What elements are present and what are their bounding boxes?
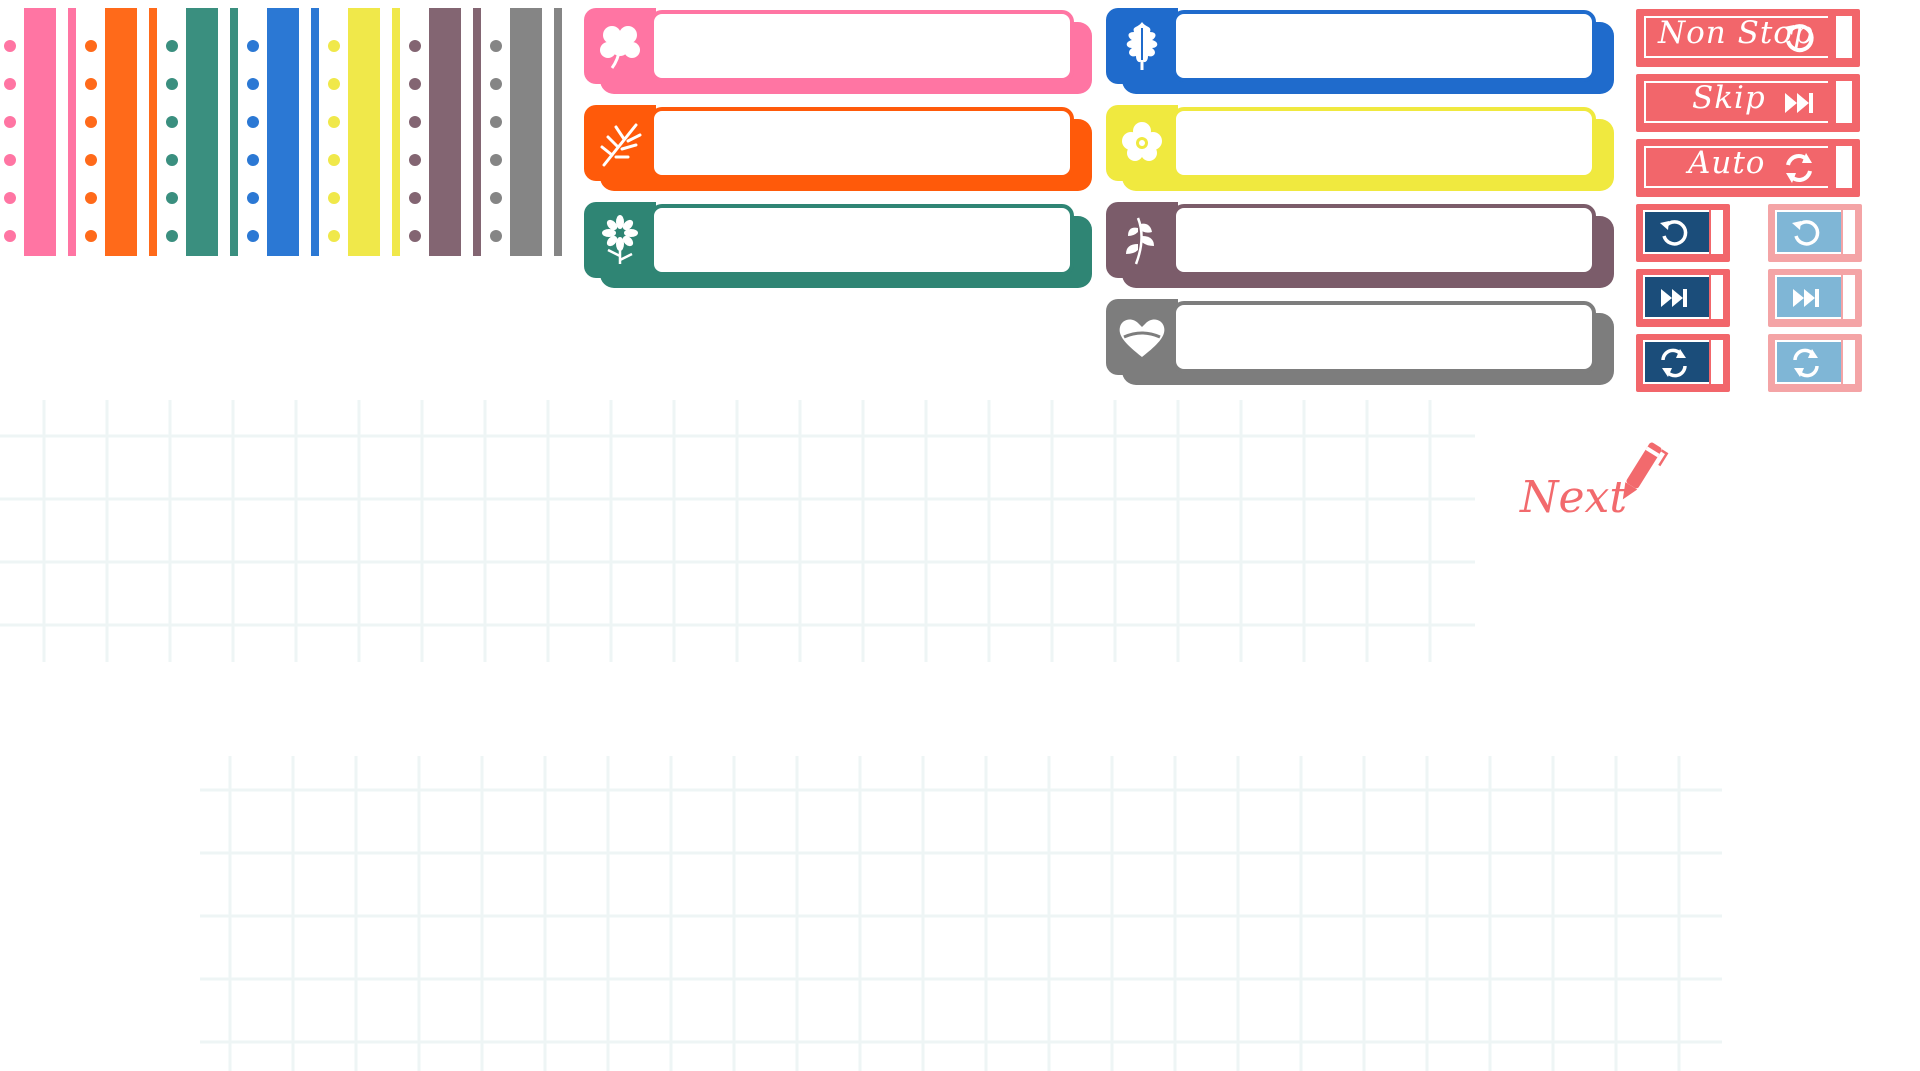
pencil-icon <box>1622 442 1669 500</box>
grid-panel-top <box>0 400 1475 662</box>
name-field[interactable] <box>1172 10 1596 82</box>
gray-stripe <box>490 8 564 256</box>
grid-panel-bottom <box>200 756 1722 1071</box>
rose-flower-icon <box>1122 122 1162 161</box>
namebox-mauve[interactable] <box>1106 202 1614 288</box>
fern-leaf-icon <box>600 123 642 167</box>
name-field[interactable] <box>1172 301 1596 373</box>
dot-column <box>409 8 421 256</box>
name-field[interactable] <box>1172 107 1596 179</box>
auto-small-button-inactive[interactable] <box>1768 334 1862 392</box>
namebox-yellow[interactable] <box>1106 105 1614 191</box>
refresh-icon <box>1661 348 1687 378</box>
name-field[interactable] <box>650 107 1074 179</box>
dot-column <box>4 8 16 256</box>
blue-stripe <box>247 8 321 256</box>
namebox-orange[interactable] <box>584 105 1092 191</box>
fast-forward-icon <box>1661 289 1687 307</box>
orange-stripe <box>85 8 159 256</box>
replay-small-button-inactive[interactable] <box>1768 204 1862 262</box>
name-field[interactable] <box>650 204 1074 276</box>
teal-stripe <box>166 8 240 256</box>
refresh-icon <box>1786 153 1812 183</box>
heart-icon <box>1119 319 1165 357</box>
skip-small-button-inactive[interactable] <box>1768 269 1862 327</box>
dot-column <box>85 8 97 256</box>
pink-stripe <box>4 8 78 256</box>
dot-column <box>328 8 340 256</box>
nonstop-button[interactable]: Non Stop <box>1636 9 1860 67</box>
namebox-blue[interactable] <box>1106 8 1614 94</box>
namebox-gray[interactable] <box>1106 299 1614 385</box>
mauve-stripe <box>409 8 483 256</box>
dot-column <box>247 8 259 256</box>
skip-small-button[interactable] <box>1636 269 1730 327</box>
name-field[interactable] <box>650 10 1074 82</box>
dot-column <box>490 8 502 256</box>
yellow-stripe <box>328 8 402 256</box>
replay-icon <box>1660 220 1688 246</box>
daisy-flower-icon <box>602 215 638 264</box>
name-field[interactable] <box>1172 204 1596 276</box>
auto-button[interactable]: Auto <box>1636 139 1860 197</box>
replay-small-button[interactable] <box>1636 204 1730 262</box>
bluebell-flower-icon <box>1126 217 1154 265</box>
auto-small-button[interactable] <box>1636 334 1730 392</box>
refresh-icon <box>1793 348 1819 378</box>
namebox-teal[interactable] <box>584 202 1092 288</box>
skip-button[interactable]: Skip <box>1636 74 1860 132</box>
dot-column <box>166 8 178 256</box>
clover-icon <box>600 26 640 69</box>
replay-icon <box>1784 24 1814 53</box>
replay-icon <box>1792 220 1820 246</box>
fast-forward-icon <box>1793 289 1819 307</box>
fast-forward-icon <box>1785 93 1813 113</box>
namebox-pink[interactable] <box>584 8 1092 94</box>
oak-leaf-icon <box>1126 22 1158 70</box>
